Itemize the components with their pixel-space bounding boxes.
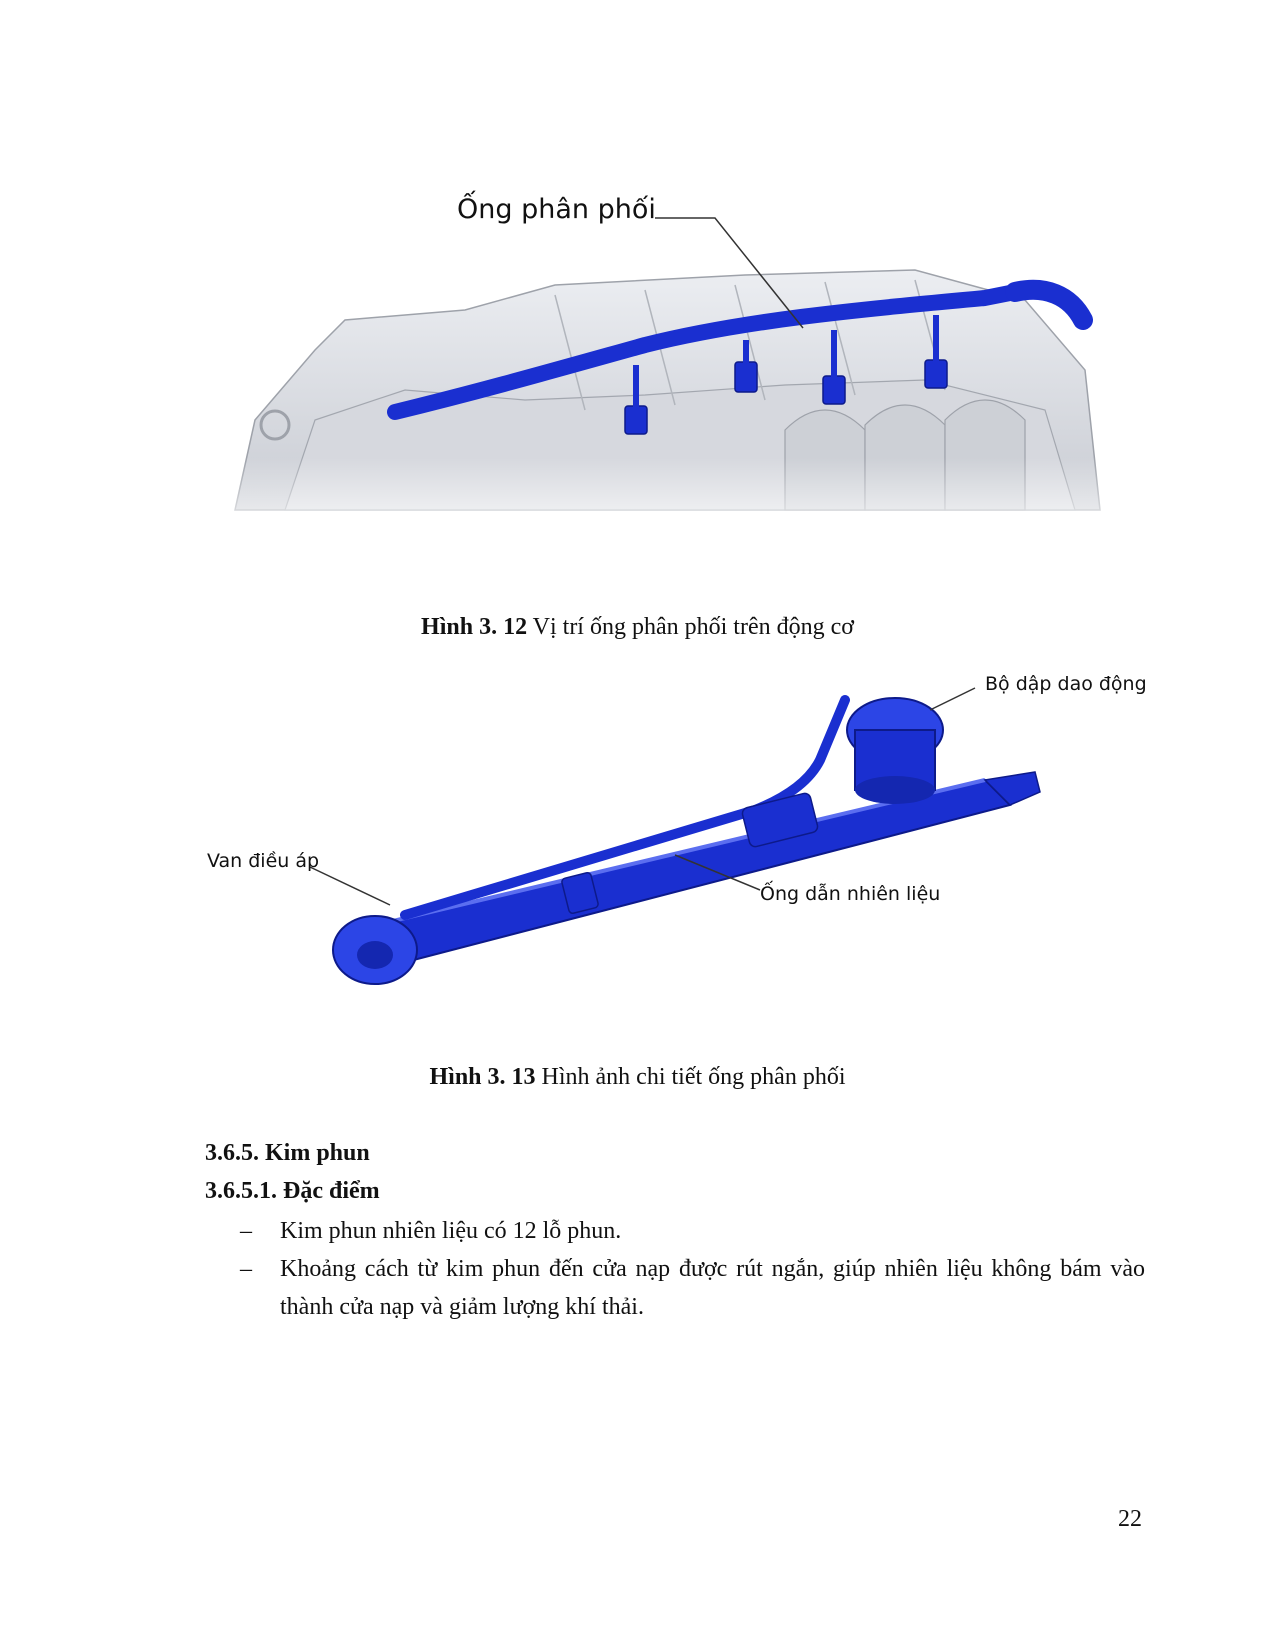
fuel-rail-label: Ống phân phối — [457, 190, 656, 225]
page-number: 22 — [1118, 1506, 1142, 1532]
engine-figure: Ống phân phối — [225, 180, 1105, 550]
bullet-marker: – — [240, 1218, 252, 1244]
fuel-rail-illustration: Bộ dập dao động Van điều áp Ống dẫn nhiê… — [207, 673, 1147, 985]
fuel-rail-figure: Bộ dập dao động Van điều áp Ống dẫn nhiê… — [195, 660, 1155, 1020]
figure-2-text: Hình ảnh chi tiết ống phân phối — [535, 1064, 846, 1090]
engine-illustration: Ống phân phối — [225, 180, 1105, 550]
subsection-heading: 3.6.5.1. Đặc điểm — [205, 1178, 380, 1204]
bullet-marker: – — [240, 1256, 252, 1282]
figure-1-caption: Hình 3. 12 Vị trí ống phân phối trên độn… — [0, 614, 1275, 641]
pipe-label: Ống dẫn nhiên liệu — [760, 879, 940, 905]
regulator-label: Van điều áp — [207, 850, 319, 872]
section-heading: 3.6.5. Kim phun — [205, 1140, 370, 1166]
damper-label: Bộ dập dao động — [985, 673, 1147, 695]
bullet-text: Kim phun nhiên liệu có 12 lỗ phun. — [280, 1218, 622, 1244]
figure-1-number: Hình 3. 12 — [421, 614, 528, 640]
figure-2-caption: Hình 3. 13 Hình ảnh chi tiết ống phân ph… — [0, 1064, 1275, 1091]
bullet-text: Khoảng cách từ kim phun đến cửa nạp được… — [280, 1256, 1145, 1320]
bullet-item: – Khoảng cách từ kim phun đến cửa nạp đư… — [240, 1250, 1145, 1326]
figure-1-text: Vị trí ống phân phối trên động cơ — [527, 614, 854, 640]
figure-2-number: Hình 3. 13 — [429, 1064, 536, 1090]
bullet-item: – Kim phun nhiên liệu có 12 lỗ phun. — [240, 1212, 1145, 1250]
